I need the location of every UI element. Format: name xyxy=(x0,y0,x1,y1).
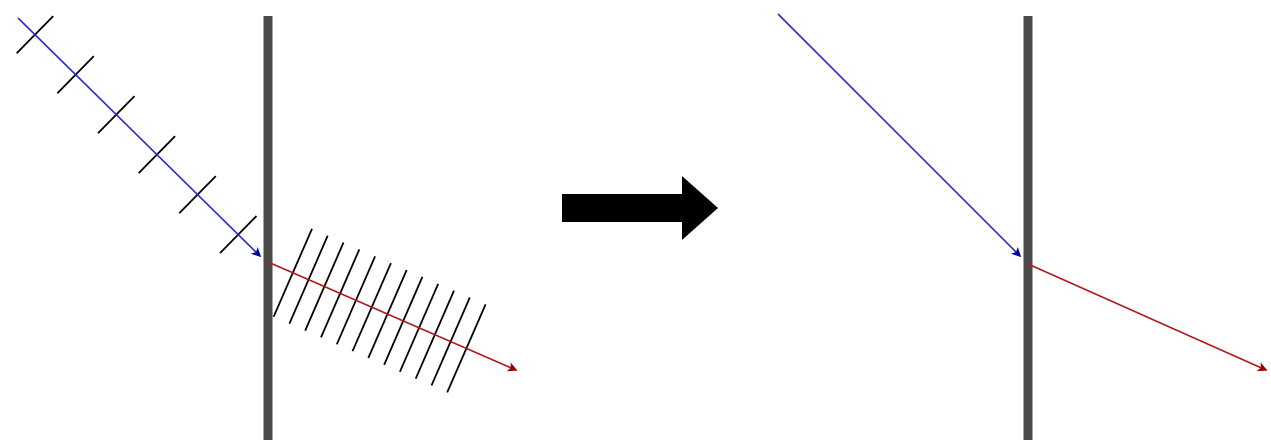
wavefront-panel xyxy=(16,15,518,440)
refracted-ray xyxy=(1027,263,1268,372)
incident-ray xyxy=(777,13,1022,258)
incident-ray xyxy=(17,17,262,258)
refracted-ray xyxy=(267,261,518,372)
ray-panel xyxy=(777,13,1268,440)
right-arrow-icon xyxy=(562,176,718,240)
